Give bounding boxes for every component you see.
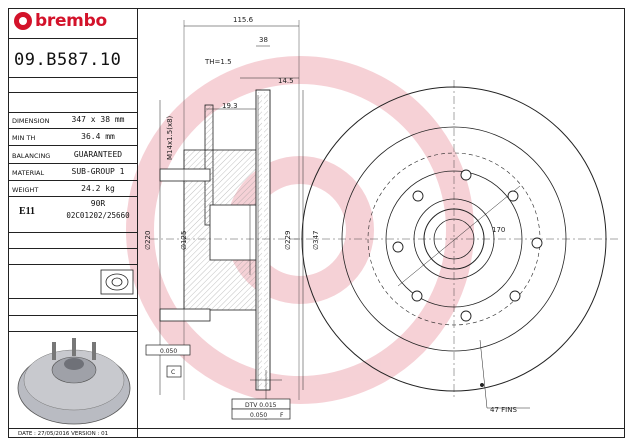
dim-dia-229: ∅229 bbox=[284, 231, 292, 250]
spec-label: MATERIAL bbox=[12, 169, 45, 177]
hub-bearing-icon bbox=[100, 269, 134, 295]
approval-number: 02C01202/25660 bbox=[66, 211, 130, 220]
divider bbox=[8, 428, 625, 429]
dimension-labels: 115.6 38 TH=1.5 14.5 19.3 M14x1.5(x8) ∅2… bbox=[144, 16, 517, 419]
divider bbox=[8, 264, 138, 265]
divider bbox=[8, 112, 138, 113]
dim-hub-depth: 19.3 bbox=[222, 102, 238, 110]
divider bbox=[8, 145, 138, 146]
stud-holes bbox=[392, 169, 543, 322]
spec-value: 36.4 mm bbox=[81, 132, 115, 141]
dim-runout: 0.050 bbox=[160, 348, 177, 355]
dim-flatness-datum: F bbox=[280, 412, 284, 419]
spec-label: DIMENSION bbox=[12, 117, 50, 125]
part-number: 09.B587.10 bbox=[14, 50, 122, 70]
title-block bbox=[8, 8, 138, 438]
dim-thickness: 38 bbox=[259, 36, 268, 44]
divider bbox=[8, 248, 138, 249]
divider bbox=[8, 315, 138, 316]
dim-offset: 14.5 bbox=[278, 77, 294, 85]
brand-logo: brembo bbox=[14, 10, 107, 32]
spec-label: MIN TH bbox=[12, 134, 36, 142]
spec-value: SUB-GROUP 1 bbox=[71, 167, 125, 176]
divider bbox=[8, 180, 138, 181]
divider bbox=[8, 38, 138, 39]
spec-value: 347 x 38 mm bbox=[71, 115, 125, 124]
dim-dtv: DTV 0.015 bbox=[245, 402, 277, 409]
dim-dia-125: ∅125 bbox=[180, 231, 188, 250]
date-version: DATE : 27/05/2016 VERSION : 01 bbox=[18, 431, 109, 437]
spec-value: 24.2 kg bbox=[81, 184, 115, 193]
spec-label: BALANCING bbox=[12, 152, 51, 160]
front-view bbox=[290, 80, 620, 400]
dim-dia-220: ∅220 bbox=[144, 231, 152, 250]
divider bbox=[8, 232, 138, 233]
section-view bbox=[150, 20, 300, 400]
dim-th-note: TH=1.5 bbox=[204, 58, 232, 66]
brand-name: brembo bbox=[35, 11, 107, 31]
disc-thumbnail-image bbox=[17, 338, 131, 425]
divider bbox=[8, 196, 138, 197]
dim-dia-347: ∅347 bbox=[312, 231, 320, 250]
dim-datum-c: C bbox=[171, 369, 175, 376]
dim-fins: 47 FINS bbox=[490, 406, 517, 414]
divider bbox=[8, 298, 138, 299]
brand-mark-icon bbox=[14, 12, 32, 30]
spec-label: WEIGHT bbox=[12, 186, 39, 194]
dim-stud-thread: M14x1.5(x8) bbox=[166, 115, 174, 160]
tolerance-frames bbox=[145, 344, 291, 420]
divider bbox=[8, 128, 138, 129]
divider bbox=[8, 77, 138, 78]
approval-mark: E11 bbox=[18, 206, 36, 217]
spec-value: GUARANTEED bbox=[73, 150, 123, 159]
divider bbox=[8, 92, 138, 93]
dim-overall-width: 115.6 bbox=[233, 16, 254, 24]
dim-flatness: 0.050 bbox=[250, 412, 267, 419]
drawing-frame bbox=[8, 8, 625, 438]
divider bbox=[8, 331, 138, 332]
divider bbox=[8, 163, 138, 164]
dim-bolt-circle: 170 bbox=[492, 226, 505, 234]
approval-code: 90R bbox=[90, 199, 106, 208]
